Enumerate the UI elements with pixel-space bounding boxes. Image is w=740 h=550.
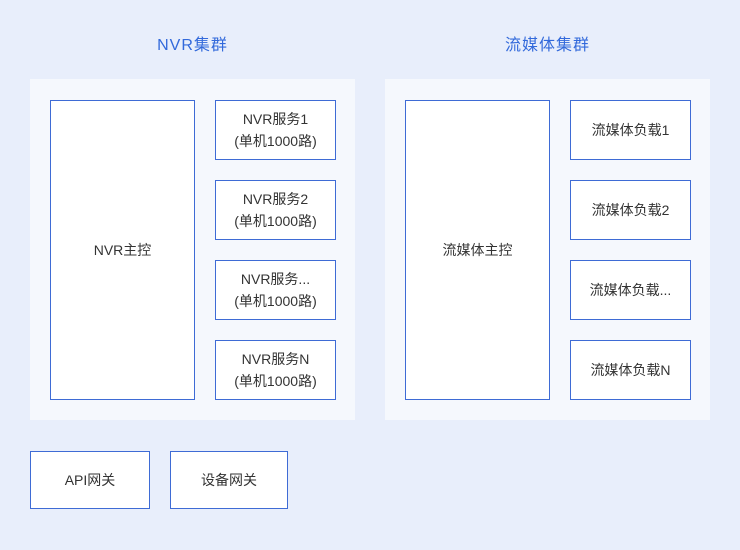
nvr-service-node-n: NVR服务N (单机1000路)	[215, 340, 336, 400]
nvr-service-node-1: NVR服务1 (单机1000路)	[215, 100, 336, 160]
nvr-cluster-title: NVR集群	[157, 37, 228, 54]
streaming-load-node-2: 流媒体负载2	[570, 180, 691, 240]
device-gateway-node: 设备网关	[170, 451, 288, 509]
nvr-cluster-panel: NVR主控 NVR服务1 (单机1000路) NVR服务2 (单机1000路) …	[30, 79, 355, 420]
nvr-service-node-ellipsis: NVR服务... (单机1000路)	[215, 260, 336, 320]
nvr-master-node: NVR主控	[50, 100, 195, 400]
streaming-cluster-panel: 流媒体主控 流媒体负载1 流媒体负载2 流媒体负载... 流媒体负载N	[385, 79, 710, 420]
streaming-master-node: 流媒体主控	[405, 100, 550, 400]
streaming-load-node-n: 流媒体负载N	[570, 340, 691, 400]
streaming-load-node-1: 流媒体负载1	[570, 100, 691, 160]
nvr-service-node-2: NVR服务2 (单机1000路)	[215, 180, 336, 240]
api-gateway-node: API网关	[30, 451, 150, 509]
streaming-load-node-ellipsis: 流媒体负载...	[570, 260, 691, 320]
streaming-cluster-title: 流媒体集群	[504, 37, 590, 54]
